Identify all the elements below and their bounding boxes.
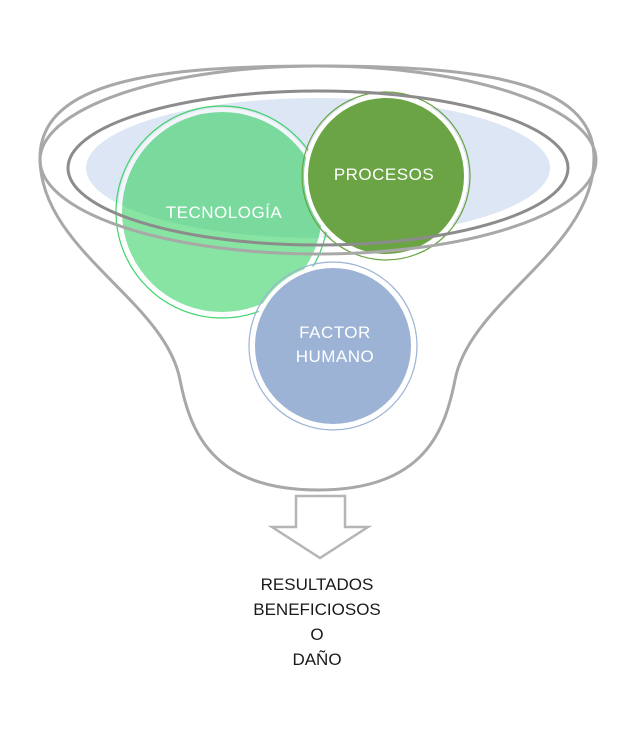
funnel-mouth-outer-ring: [38, 64, 598, 256]
factor-humano-label-line1: FACTOR: [299, 323, 371, 342]
result-line-3: O: [310, 625, 324, 644]
result-line-1: RESULTADOS: [260, 575, 374, 594]
result-line-4: DAÑO: [292, 650, 342, 669]
procesos-label: PROCESOS: [334, 165, 434, 184]
tecnologia-label: TECNOLOGÍA: [166, 203, 283, 222]
funnel-mouth-inner-ring: [66, 89, 570, 247]
down-arrow-icon: [267, 494, 373, 560]
result-text: RESULTADOS BENEFICIOSOS O DAÑO: [0, 572, 634, 672]
procesos-circle-outline: [301, 91, 471, 261]
factor-humano-label-line2: HUMANO: [296, 347, 375, 366]
factor-humano-circle-outline: [248, 261, 418, 431]
result-line-2: BENEFICIOSOS: [253, 600, 381, 619]
procesos-circle: [304, 94, 468, 258]
factor-humano-circle: [251, 264, 415, 428]
